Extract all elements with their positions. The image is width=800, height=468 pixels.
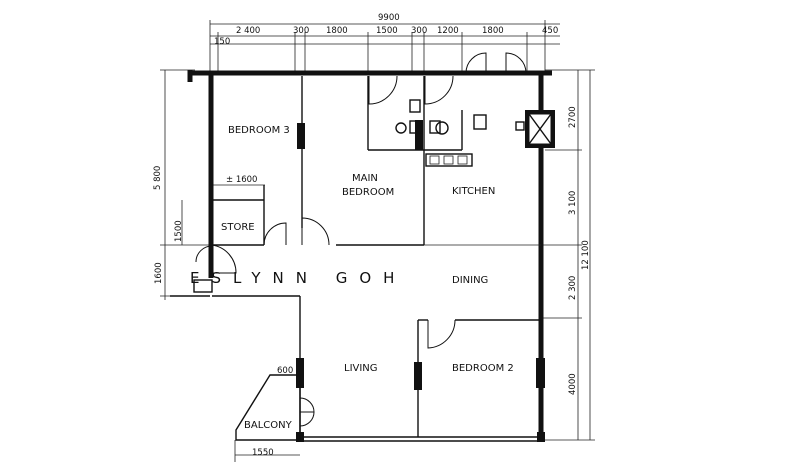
room-label-main-bedroom-2: BEDROOM [342, 187, 394, 198]
room-label-living: LIVING [344, 363, 378, 374]
dim-top-seg-1500: 1500 [376, 26, 398, 36]
balcony-outline [235, 374, 301, 441]
watermark: ESLYNN GOH [190, 269, 406, 287]
top-dimension-lines [209, 20, 560, 72]
dim-overall-width: 9900 [378, 13, 400, 23]
kitchen-stove [425, 153, 473, 167]
dim-left-height: 5 800 [153, 166, 163, 190]
dim-store-depth: 1500 [174, 220, 184, 242]
door-swings [195, 52, 527, 427]
dim-top-seg-1800b: 1800 [482, 26, 504, 36]
dim-top-seg-1200: 1200 [437, 26, 459, 36]
dim-right-2300: 2 300 [568, 276, 578, 300]
dim-top-seg-1800a: 1800 [326, 26, 348, 36]
dim-top-seg-2400: 2 400 [236, 26, 260, 36]
room-label-bedroom2: BEDROOM 2 [452, 363, 514, 374]
bomb-shelter-box [515, 110, 555, 148]
room-label-kitchen: KITCHEN [452, 186, 495, 197]
right-dimension-lines [540, 69, 595, 441]
room-label-balcony: BALCONY [244, 420, 293, 431]
dim-top-seg-300a: 300 [293, 26, 309, 36]
dim-entrance: 1600 [154, 262, 164, 284]
dim-balcony-depth: 1550 [252, 448, 274, 458]
dim-right-3100: 3 100 [568, 191, 578, 215]
bathroom-fixtures [395, 99, 487, 135]
room-label-bedroom3: BEDROOM 3 [228, 125, 290, 136]
dim-store-width: ± 1600 [226, 175, 257, 185]
dim-top-seg-450: 450 [542, 26, 558, 36]
dim-overall-height: 12 100 [581, 240, 591, 270]
room-label-store: STORE [221, 222, 255, 233]
dim-right-2700: 2700 [568, 106, 578, 128]
room-label-main-bedroom-1: MAIN [352, 173, 378, 184]
dim-top-seg-300b: 300 [411, 26, 427, 36]
dim-top-seg-150: 150 [214, 37, 230, 47]
room-label-dining: DINING [452, 275, 488, 286]
dim-right-4000: 4000 [568, 373, 578, 395]
dim-balcony-width: 600 [277, 366, 293, 376]
